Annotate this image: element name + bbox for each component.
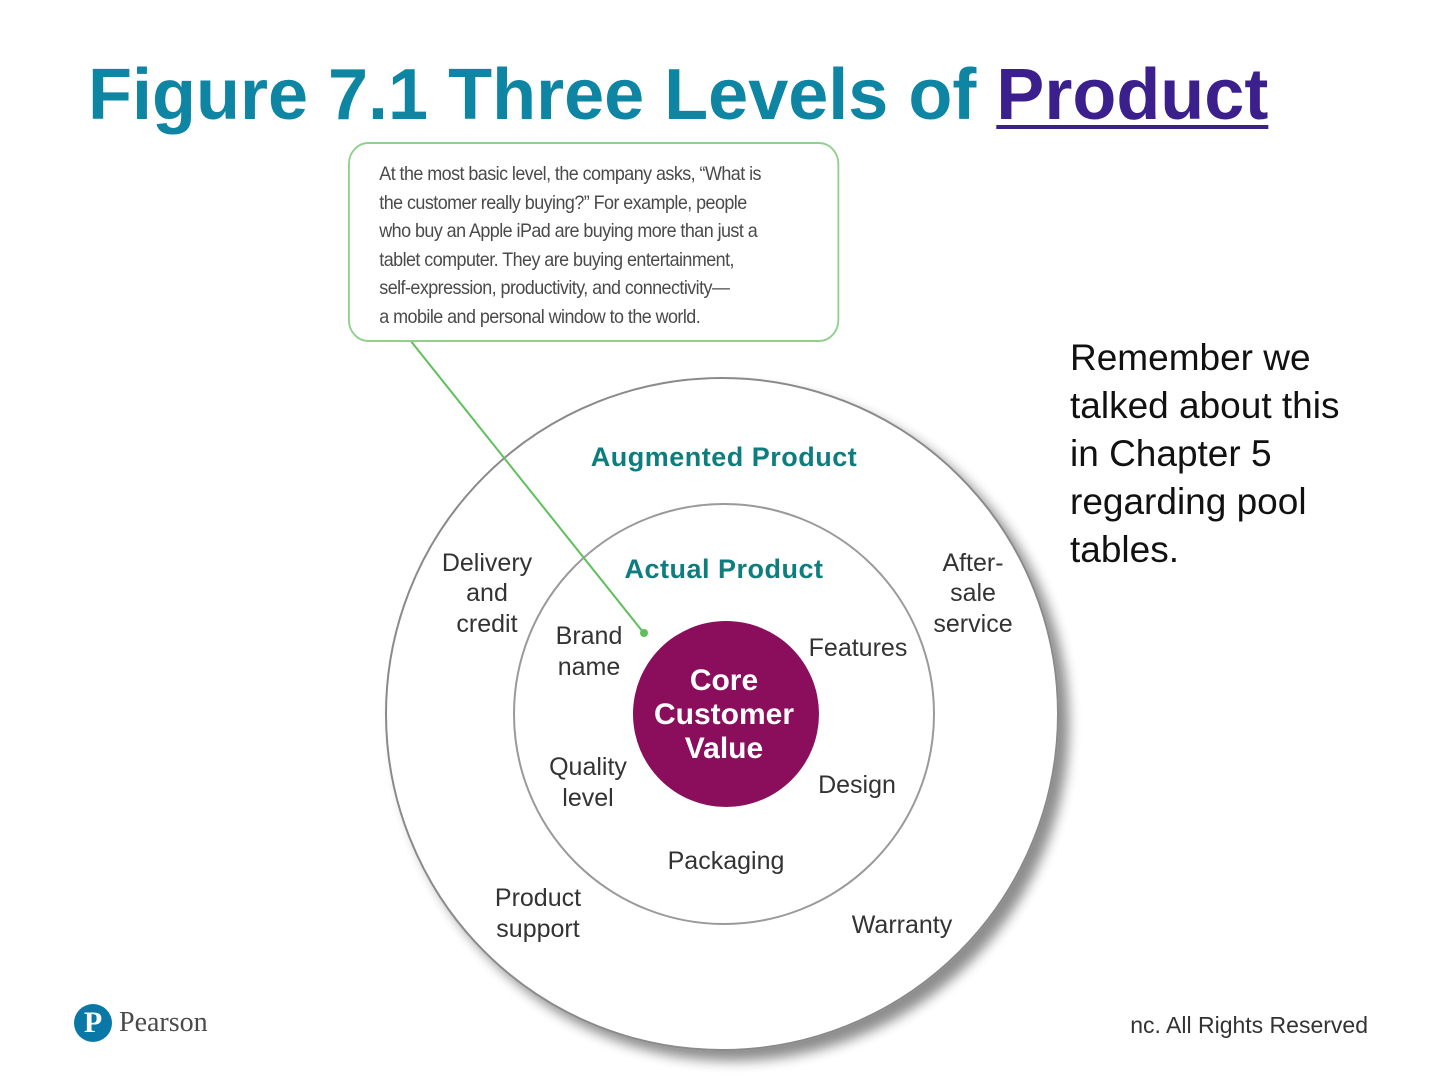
label-line: Delivery — [442, 549, 533, 577]
label-line: credit — [456, 610, 517, 638]
slide-title: Figure 7.1 Three Levels of Product — [88, 52, 1268, 138]
note-line: regarding pool — [1070, 481, 1307, 522]
label-line: After- — [942, 549, 1003, 577]
note-line: talked about this — [1070, 385, 1340, 426]
label-line: Core — [690, 664, 758, 697]
label-line: Product — [495, 884, 581, 912]
chapter-note: Remember we talked about this in Chapter… — [1070, 334, 1410, 574]
callout-line: a mobile and personal window to the worl… — [379, 305, 701, 328]
product-link[interactable]: Product — [996, 55, 1269, 135]
label-line: Quality — [549, 753, 627, 781]
callout-line: who buy an Apple iPad are buying more th… — [379, 220, 758, 242]
callout-line: self-expression, productivity, and conne… — [379, 277, 730, 299]
label-line: name — [558, 653, 621, 681]
label-line: level — [562, 784, 613, 812]
delivery-and-credit-label: Delivery and credit — [442, 549, 533, 638]
actual-product-title: Actual Product — [624, 554, 823, 584]
callout-line: the customer really buying?” For example… — [379, 191, 747, 214]
core-customer-value-circle — [633, 621, 819, 807]
label-line: and — [466, 579, 508, 607]
quality-level-label: Quality level — [549, 753, 627, 812]
note-line: Remember we — [1070, 337, 1311, 378]
augmented-product-title: Augmented Product — [591, 442, 858, 472]
label-line: service — [933, 610, 1012, 638]
copyright-notice: nc. All Rights Reserved — [1130, 1012, 1368, 1038]
pearson-logo-icon: P — [74, 1004, 112, 1042]
title-prefix: Figure 7.1 Three Levels of — [88, 55, 997, 135]
callout-line: tablet computer. They are buying enterta… — [379, 248, 734, 271]
core-customer-value-label: Core Customer Value — [654, 664, 794, 765]
pearson-logo: P Pearson — [74, 1004, 208, 1042]
label-line: sale — [950, 579, 996, 607]
pearson-logo-text: Pearson — [119, 1007, 208, 1038]
callout-leader-line — [409, 339, 644, 633]
label-line: Brand — [556, 622, 623, 650]
callout-line: At the most basic level, the company ask… — [379, 163, 761, 185]
product-support-label: Product support — [495, 884, 581, 943]
label-line: support — [496, 915, 579, 943]
callout-leader-dot — [640, 629, 648, 637]
design-label: Design — [818, 771, 896, 799]
after-sale-service-label: After- sale service — [933, 549, 1012, 638]
warranty-label: Warranty — [852, 911, 953, 939]
core-value-callout: At the most basic level, the company ask… — [348, 142, 840, 342]
note-line: in Chapter 5 — [1070, 433, 1272, 474]
features-label: Features — [809, 634, 908, 662]
label-line: Customer — [654, 698, 794, 731]
note-line: tables. — [1070, 529, 1180, 570]
packaging-label: Packaging — [668, 847, 785, 875]
label-line: Value — [685, 732, 763, 765]
brand-name-label: Brand name — [556, 622, 623, 681]
